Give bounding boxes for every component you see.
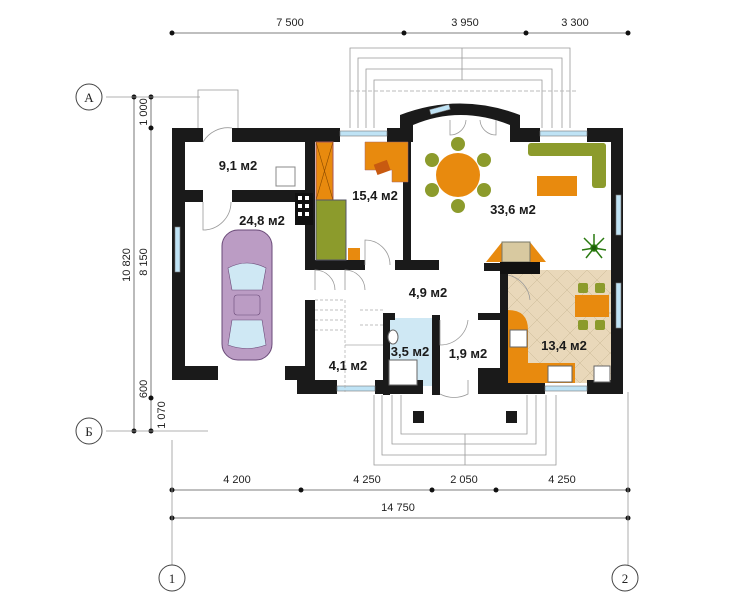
plant-icon (581, 234, 607, 259)
kitchen-dining-set (575, 283, 609, 330)
dim-top-1: 7 500 (276, 17, 304, 29)
dim-bottom-1: 4 200 (223, 474, 251, 486)
windows (174, 104, 622, 392)
dining-set (425, 137, 491, 213)
room-label-storage: 9,1 м2 (219, 158, 258, 173)
front-porch (373, 395, 557, 466)
bottom-dimension-line: 4 200 4 250 2 050 4 250 14 750 (169, 474, 631, 521)
dim-left-1: 1 000 (138, 98, 150, 126)
rear-terrace (349, 47, 576, 128)
room-label-bathroom: 3,5 м2 (391, 344, 430, 359)
dim-bottom-2: 4 250 (353, 474, 381, 486)
room-label-kitchen: 13,4 м2 (541, 338, 587, 353)
top-dimension-line: 7 500 3 950 3 300 (169, 17, 631, 36)
left-dimension-lines: 10 820 1 000 8 150 600 1 070 (106, 94, 629, 565)
svg-text:2: 2 (622, 571, 629, 586)
porch-column (413, 411, 424, 423)
axis-marker-a: А (75, 83, 103, 111)
staircase (315, 299, 383, 392)
coffee-table (537, 176, 577, 196)
room-label-stairs: 4,1 м2 (329, 358, 368, 373)
svg-text:Б: Б (85, 424, 92, 439)
room-label-hall: 4,9 м2 (409, 285, 448, 300)
dim-total-width: 14 750 (381, 502, 415, 514)
bathroom-fixtures (387, 329, 418, 386)
sofa (528, 143, 606, 188)
axis-marker-2: 2 (611, 564, 639, 592)
car-icon (221, 229, 273, 361)
room-label-bedroom: 15,4 м2 (352, 188, 398, 203)
dim-bottom-3: 2 050 (450, 474, 478, 486)
kitchen-counter (508, 310, 611, 383)
dim-left-4: 1 070 (156, 401, 168, 429)
room-label-living: 33,6 м2 (490, 202, 536, 217)
nightstand (348, 248, 360, 260)
fireplace (486, 241, 546, 274)
walls (172, 103, 623, 395)
svg-text:А: А (84, 90, 94, 105)
dim-bottom-4: 4 250 (548, 474, 576, 486)
dim-left-3: 600 (138, 380, 150, 398)
doors (202, 119, 531, 398)
dim-top-3: 3 300 (561, 17, 589, 29)
side-entrance (197, 89, 239, 128)
dim-left-2: 8 150 (138, 248, 150, 276)
chimney-vent (295, 193, 313, 225)
dim-left-outer: 10 820 (121, 248, 133, 282)
axis-marker-b: Б (75, 417, 103, 445)
porch-column (506, 411, 517, 423)
axis-marker-1: 1 (158, 564, 186, 592)
dim-top-2: 3 950 (451, 17, 479, 29)
wardrobe (315, 141, 334, 201)
svg-text:1: 1 (169, 571, 176, 586)
room-label-garage: 24,8 м2 (239, 213, 285, 228)
desk (364, 141, 409, 183)
bed (315, 199, 347, 261)
room-label-vestibule: 1,9 м2 (449, 346, 488, 361)
storage-box (275, 166, 296, 187)
